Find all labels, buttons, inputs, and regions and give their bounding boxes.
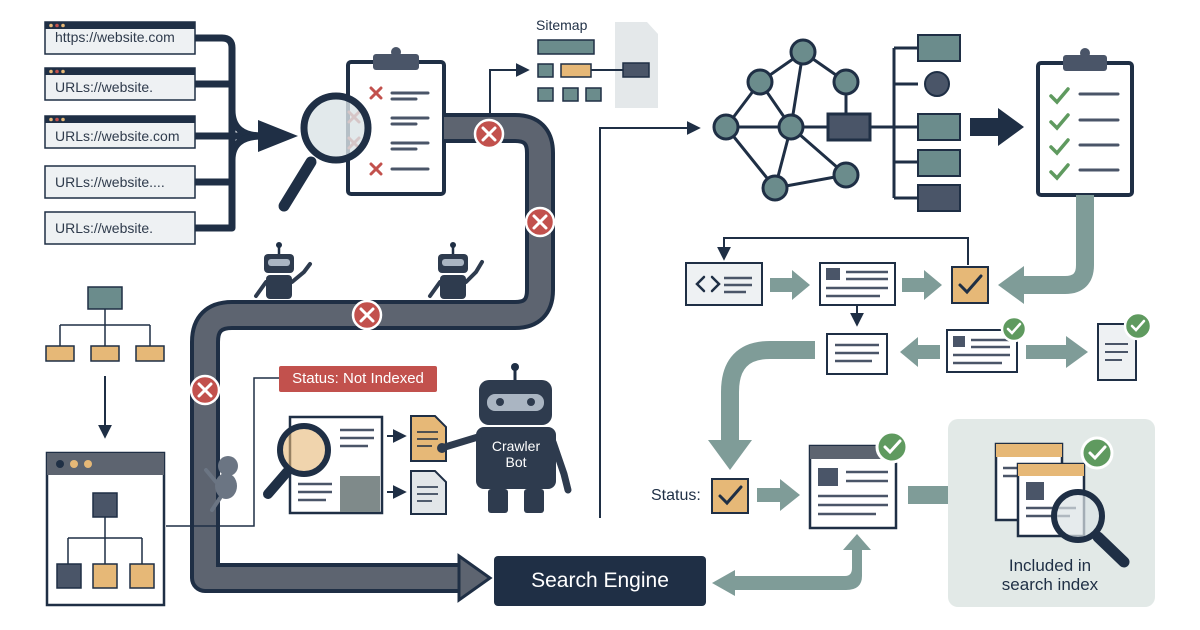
engine-to-graph-arrow [599, 121, 701, 518]
crawler-bot-label-line2: Bot [505, 454, 527, 470]
x-circle-icon [189, 374, 221, 406]
x-circle-icon [473, 118, 505, 150]
sage-arrow [902, 270, 942, 300]
url-box [44, 21, 196, 55]
url-box [44, 211, 196, 245]
document-icon [1097, 323, 1137, 381]
monkey-icon [204, 456, 238, 512]
checkbox-icon [951, 266, 989, 304]
browser-to-status-line [166, 377, 279, 527]
graph-to-clipboard-arrow [970, 108, 1024, 146]
sage-arrow [998, 195, 1094, 304]
url-bracket-connector [195, 34, 263, 232]
robot-icon [428, 242, 484, 299]
engine-feedback-arrow [712, 534, 871, 596]
sage-arrow [1026, 336, 1088, 368]
crawler-bot [437, 363, 572, 513]
url-arrow-head [258, 120, 298, 152]
check-mark-icon [1049, 87, 1070, 181]
search-engine-button[interactable]: Search Engine [494, 556, 706, 606]
url-text: https://website.com [55, 29, 175, 45]
check-circle-icon [1000, 315, 1028, 343]
webpage-icon [819, 262, 896, 306]
sage-arrow [757, 479, 800, 511]
sitemap-label: Sitemap [536, 17, 588, 33]
index-result-panel [948, 419, 1155, 607]
x-circle-icon [351, 299, 383, 331]
magnifier-icon [278, 92, 372, 212]
status-badge: Status: Not Indexed [279, 366, 437, 392]
sage-arrow [770, 270, 810, 300]
url-text: URLs://website.com [55, 128, 180, 144]
included-index-label: Included in search index [960, 556, 1140, 594]
webpage-icon [826, 333, 888, 375]
graph-output-nodes [917, 34, 961, 212]
clipboard-approved [1036, 48, 1134, 197]
code-icon [685, 262, 763, 306]
status-label: Status: [651, 487, 701, 504]
url-text: URLs://website. [55, 79, 154, 95]
robot-icon [254, 242, 312, 299]
check-circle-icon [875, 430, 909, 464]
sitemap-diagram [537, 22, 658, 108]
status-checkbox [711, 478, 749, 514]
sage-arrow [708, 341, 815, 470]
crawl-track [190, 113, 555, 593]
x-circle-icon [524, 206, 556, 238]
graph-nodes [712, 38, 872, 202]
magnifier-icon [1051, 489, 1130, 568]
document-icon [410, 415, 447, 462]
sitemap-connector-arrow [489, 63, 530, 118]
included-index-line2: search index [1001, 575, 1099, 594]
url-text: URLs://website.... [55, 174, 165, 190]
url-text: URLs://website. [55, 220, 154, 236]
crawler-bot-label-line1: Crawler [491, 438, 541, 454]
check-circle-icon [1080, 436, 1114, 470]
site-hierarchy [45, 286, 165, 362]
check-circle-icon [1123, 311, 1153, 341]
track-arrow-head [457, 553, 493, 603]
crawler-bot-label: Crawler Bot [474, 438, 558, 470]
url-list [44, 21, 196, 245]
magnifier-icon [263, 423, 331, 499]
url-box [44, 115, 196, 149]
feedback-arrow [717, 237, 969, 265]
document-icon [410, 470, 447, 515]
included-index-line1: Included in [1008, 556, 1092, 575]
sage-arrow [900, 337, 940, 367]
browser-window [45, 451, 166, 607]
link-graph [724, 46, 918, 200]
url-box [44, 67, 196, 101]
